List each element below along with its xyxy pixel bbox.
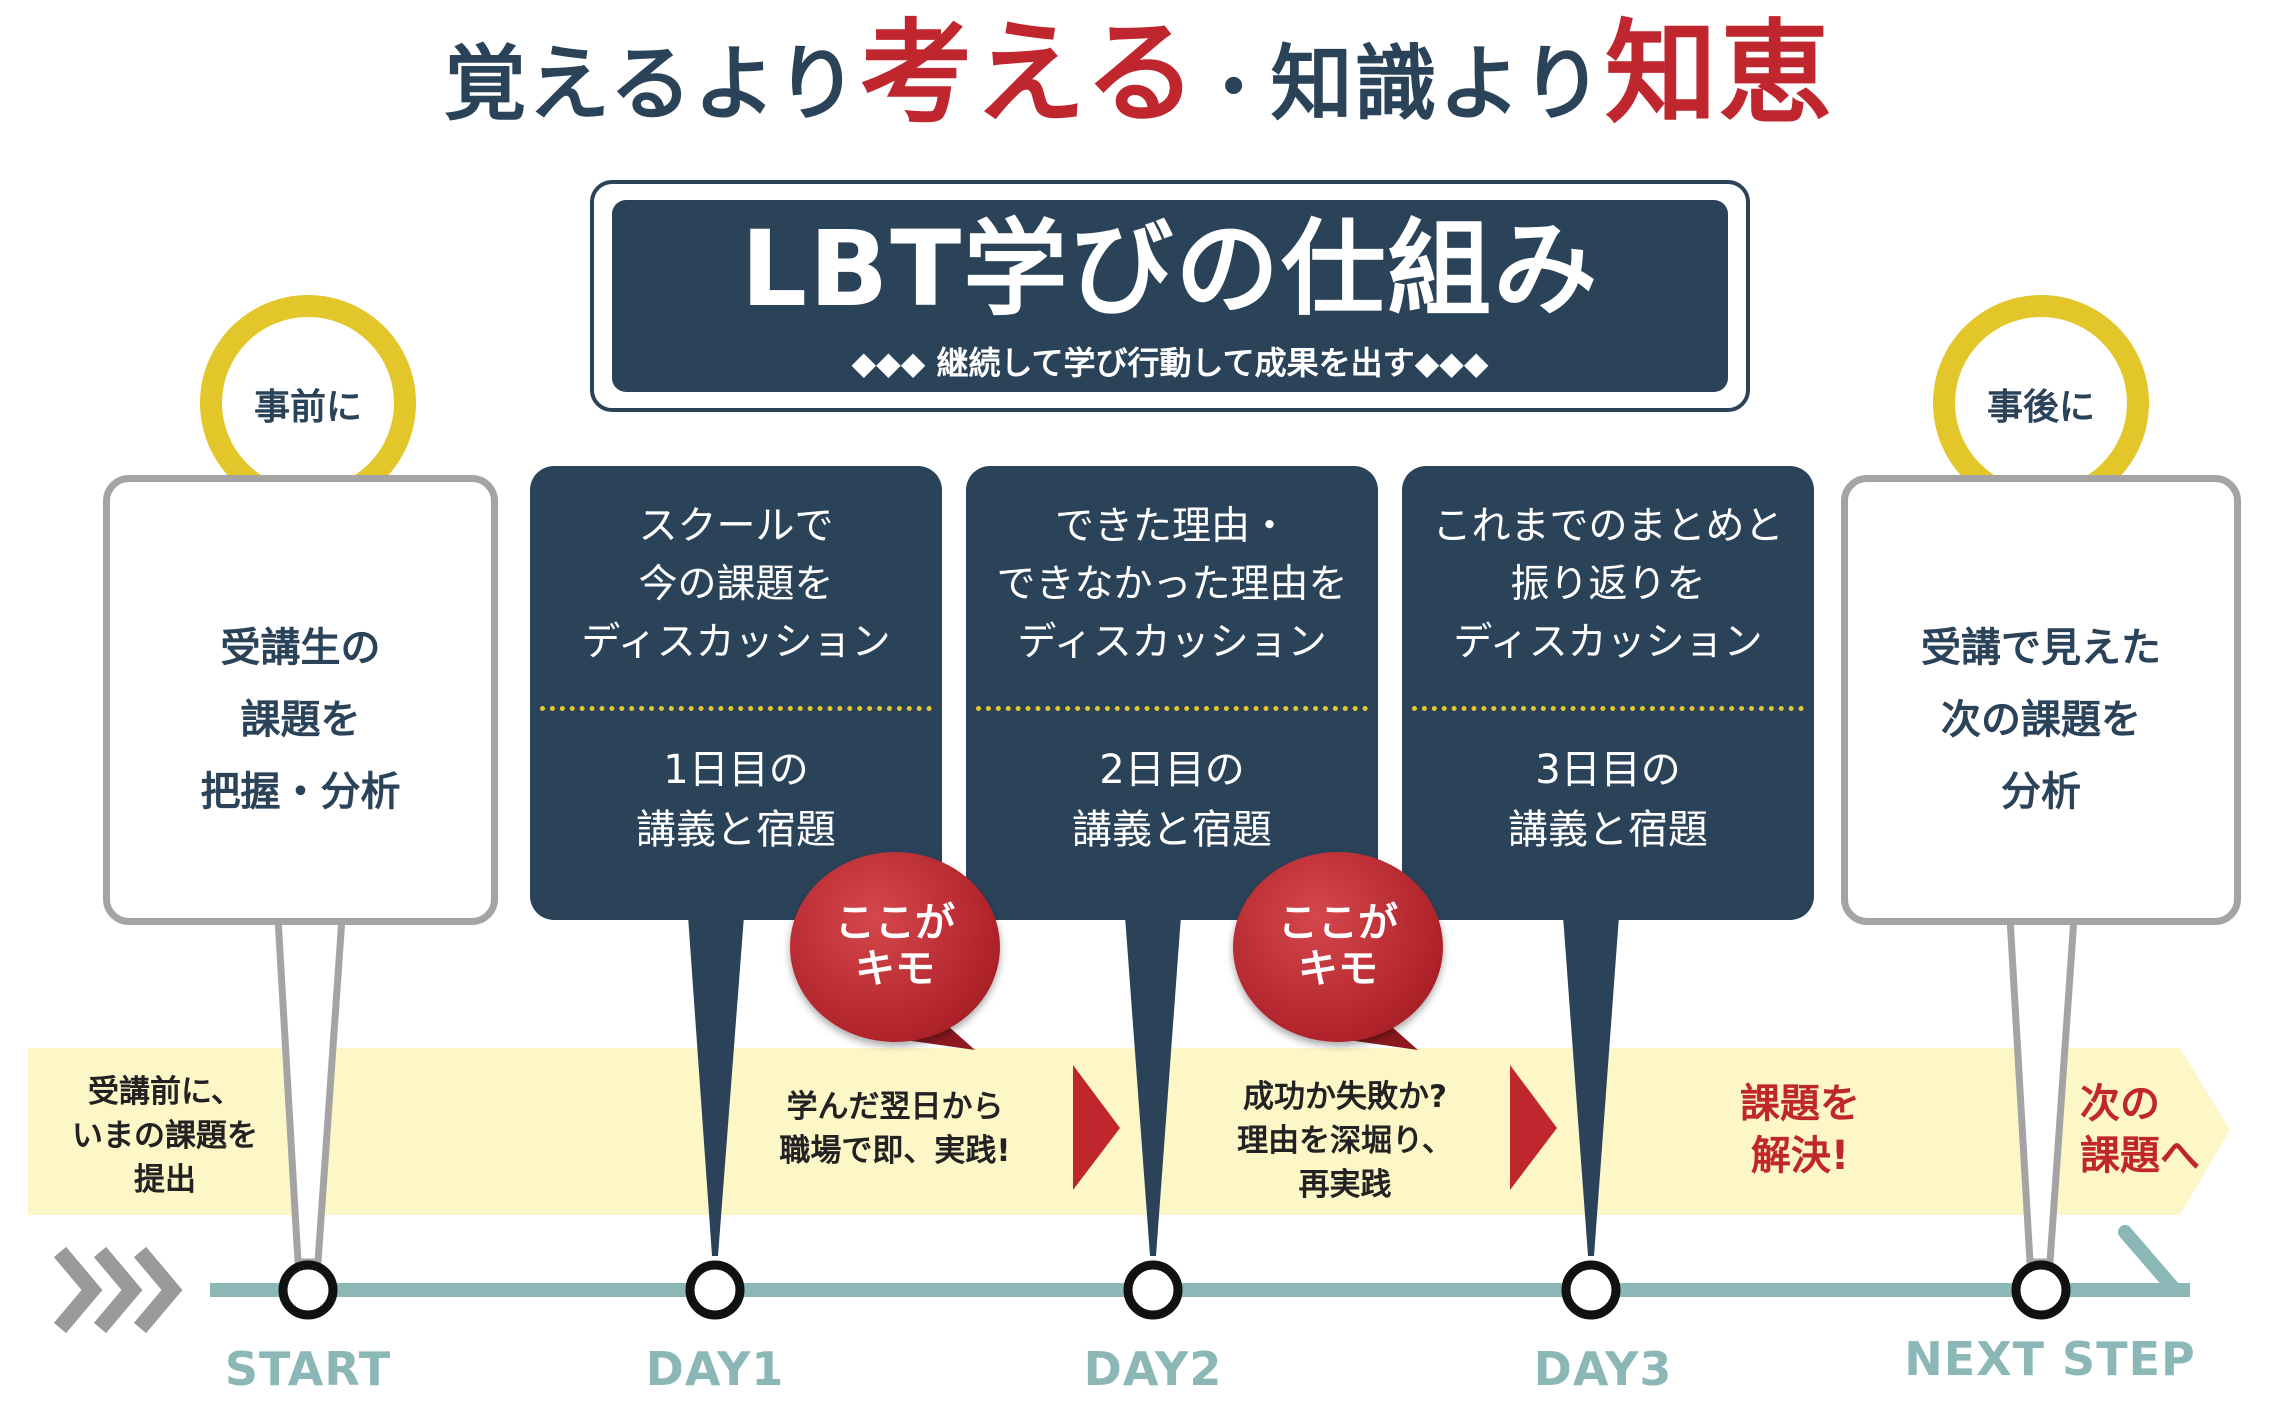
day2-top-line: できた理由・	[1054, 504, 1289, 549]
badge-line: ここが	[1278, 900, 1398, 946]
band-pre-text: 受講前に、 いまの課題を 提出	[40, 1070, 290, 1202]
band-next-text: 次の 課題へ	[2080, 1078, 2260, 1182]
timeline-label-start: START	[224, 1342, 392, 1396]
band-solve-text: 課題を 解決!	[1700, 1078, 1900, 1182]
band-day2-text: 成功か失敗か? 理由を深堀り、 再実践	[1190, 1075, 1500, 1207]
badge-line: ここが	[835, 900, 955, 946]
day2-top-text: できた理由・ できなかった理由を ディスカッション	[966, 498, 1378, 672]
start-chevron-1	[53, 1246, 103, 1334]
before-line: 課題を	[240, 697, 361, 743]
day3-bottom-text: 3日目の 講義と宿題	[1402, 740, 1814, 860]
day1-bottom-text: 1日目の 講義と宿題	[530, 740, 942, 860]
start-chevron-3	[133, 1246, 183, 1334]
timeline-node-day2	[1123, 1260, 1183, 1320]
day2-box	[966, 466, 1378, 920]
day3-top-line: ディスカッション	[1453, 620, 1763, 665]
day1-top-line: スクールで	[638, 504, 834, 549]
band-pre-line: 受講前に、	[87, 1074, 243, 1110]
day2-bottom-line: 講義と宿題	[1072, 807, 1272, 853]
day3-top-line: これまでのまとめと	[1432, 504, 1784, 549]
headline-separator: ・	[1198, 47, 1271, 129]
after-line: 分析	[2001, 769, 2081, 815]
day3-top-text: これまでのまとめと 振り返りを ディスカッション	[1402, 498, 1814, 672]
after-box-text: 受講で見えた 次の課題を 分析	[1848, 612, 2234, 828]
day3-divider	[1412, 706, 1804, 711]
pin-after-label: 事後に	[1986, 387, 2095, 428]
day1-tail	[688, 916, 744, 1256]
title-main: LBT学びの仕組み	[740, 208, 1600, 330]
day1-bottom-line: 講義と宿題	[636, 807, 836, 853]
timeline-node-day3	[1561, 1260, 1621, 1320]
headline-part4: 知恵	[1604, 9, 1833, 139]
after-line: 次の課題を	[1941, 697, 2141, 743]
timeline-arrow-head	[2118, 1225, 2182, 1297]
day1-bottom-line: 1日目の	[663, 747, 809, 793]
timeline-label-day1: DAY1	[645, 1342, 785, 1396]
band-pre-line: いまの課題を	[72, 1118, 258, 1154]
pin-before-label: 事前に	[253, 387, 362, 428]
band-day2-line: 再実践	[1298, 1167, 1392, 1203]
band-solve-line: 課題を	[1740, 1081, 1860, 1127]
band-solve-line: 解決!	[1750, 1133, 1850, 1179]
day2-divider	[976, 706, 1368, 711]
day1-box	[530, 466, 942, 920]
timeline-label-next-step: NEXT STEP	[1904, 1332, 2196, 1386]
before-line: 受講生の	[220, 625, 381, 671]
band-pre-line: 提出	[134, 1162, 196, 1198]
title-plate-inner	[612, 200, 1728, 392]
band-day1-text: 学んだ翌日から 職場で即、実践!	[745, 1085, 1045, 1173]
timeline-node-start	[278, 1260, 338, 1320]
badge-line: キモ	[1298, 946, 1378, 992]
day2-tail	[1125, 916, 1181, 1256]
band-day1-line: 学んだ翌日から	[786, 1089, 1004, 1125]
headline: 覚えるより考える・知識より知恵	[0, 18, 2277, 130]
headline-part2: 考える	[859, 9, 1199, 139]
day2-bottom-line: 2日目の	[1099, 747, 1245, 793]
day1-top-line: 今の課題を	[638, 562, 834, 607]
day3-bottom-line: 講義と宿題	[1508, 807, 1708, 853]
day1-top-text: スクールで 今の課題を ディスカッション	[530, 498, 942, 672]
band-day2-line: 理由を深堀り、	[1237, 1123, 1453, 1159]
day1-top-line: ディスカッション	[581, 620, 891, 665]
after-box	[1841, 475, 2241, 925]
band-next-line: 課題へ	[2080, 1133, 2200, 1179]
headline-part1: 覚えるより	[444, 37, 860, 132]
after-line: 受講で見えた	[1921, 625, 2161, 671]
timeline-node-day1	[685, 1260, 745, 1320]
day3-top-line: 振り返りを	[1510, 562, 1706, 607]
kimo-badge-2-text: ここが キモ	[1233, 900, 1443, 992]
day3-bottom-line: 3日目の	[1535, 747, 1681, 793]
headline-part3: 知識より	[1270, 37, 1605, 132]
start-chevron-2	[93, 1246, 143, 1334]
title-subtitle: ◆◆◆ 継続して学び行動して成果を出す◆◆◆	[851, 344, 1489, 382]
band-day1-line: 職場で即、実践!	[779, 1133, 1011, 1169]
kimo-badge-2	[1233, 852, 1443, 1042]
band-next-line: 次の	[2080, 1081, 2160, 1127]
day2-top-line: できなかった理由を	[996, 562, 1348, 607]
before-box	[103, 475, 498, 925]
timeline-label-day2: DAY2	[1083, 1342, 1223, 1396]
before-box-text: 受講生の 課題を 把握・分析	[110, 612, 491, 828]
timeline-node-next	[2011, 1260, 2071, 1320]
badge-line: キモ	[855, 946, 935, 992]
red-arrow-1	[1073, 1065, 1120, 1190]
kimo-badge-1-text: ここが キモ	[790, 900, 1000, 992]
timeline-label-day3: DAY3	[1533, 1342, 1673, 1396]
before-line: 把握・分析	[200, 769, 401, 815]
kimo-badge-1	[790, 852, 1000, 1042]
day2-top-line: ディスカッション	[1017, 620, 1327, 665]
day3-box	[1402, 466, 1814, 920]
band-day2-line: 成功か失敗か?	[1243, 1079, 1447, 1115]
process-band	[28, 1048, 2230, 1215]
day2-bottom-text: 2日目の 講義と宿題	[966, 740, 1378, 860]
red-arrow-2	[1510, 1065, 1557, 1190]
day1-divider	[540, 706, 932, 711]
day3-tail	[1563, 916, 1619, 1256]
